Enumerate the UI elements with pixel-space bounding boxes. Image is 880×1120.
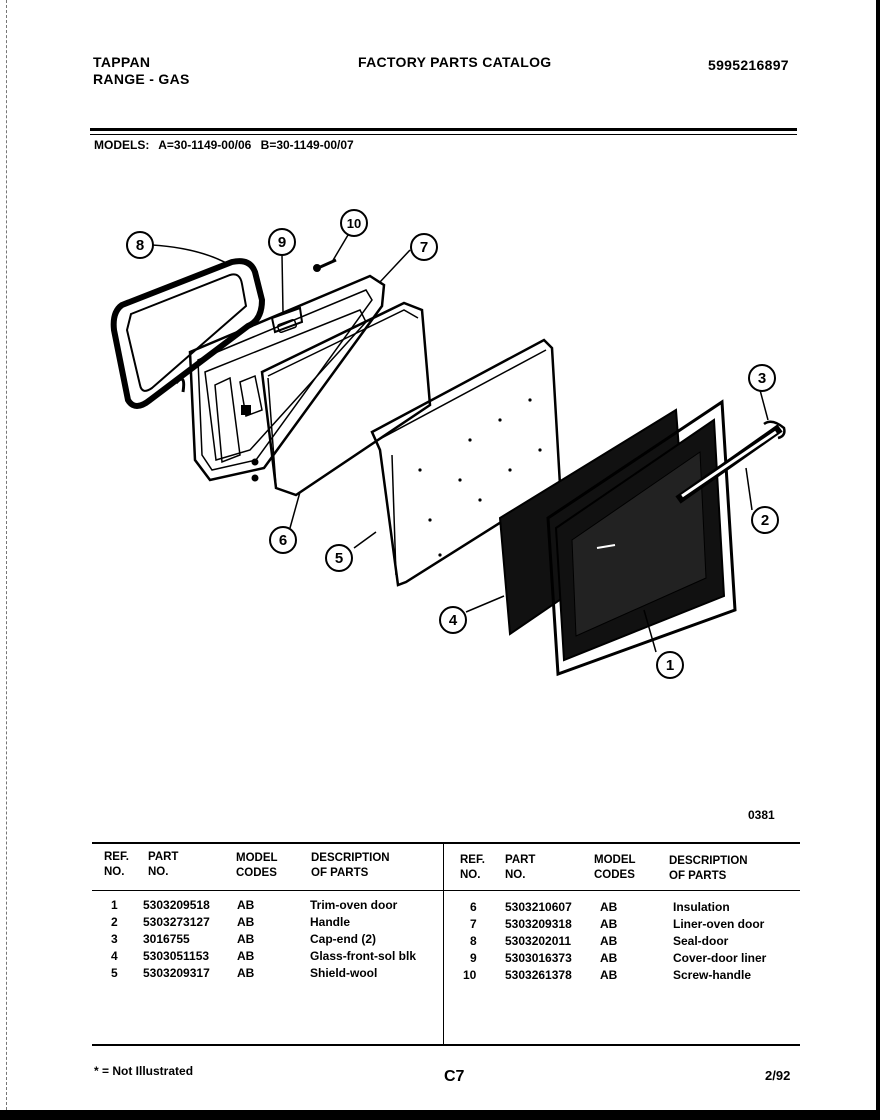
shield-wool-part	[370, 338, 562, 587]
callout-8: 8	[126, 231, 154, 259]
svg-text:5: 5	[335, 550, 343, 567]
table-header-rule	[92, 890, 800, 891]
catalog-number: 5995216897	[708, 57, 789, 73]
product-type: RANGE - GAS	[93, 71, 190, 87]
brand: TAPPAN	[93, 54, 151, 70]
callout-1: 1	[656, 651, 684, 679]
callout-7: 7	[410, 233, 438, 261]
exploded-door-diagram: 8 9 10 7 3 2 6 5 4 1	[110, 209, 786, 679]
header-ref: REF.NO.	[104, 851, 129, 878]
svg-text:2: 2	[761, 512, 769, 529]
header-rule	[90, 128, 797, 131]
header-rule-thin	[90, 134, 797, 135]
cover-door-liner-part	[270, 306, 304, 334]
diagram-code: 0381	[748, 808, 775, 822]
catalog-title: FACTORY PARTS CATALOG	[358, 54, 552, 70]
callout-3: 3	[748, 364, 776, 392]
scan-edge	[0, 0, 7, 1110]
model-b: B=30-1149-00/07	[260, 138, 354, 152]
end-cap-part	[763, 420, 786, 440]
svg-text:6: 6	[279, 532, 287, 549]
callout-10: 10	[340, 209, 368, 237]
trim-door-part	[546, 399, 737, 677]
header-ref-right: REF.NO.	[460, 854, 485, 881]
svg-text:7: 7	[420, 239, 428, 256]
table-bottom-rule	[92, 1044, 800, 1046]
svg-text:8: 8	[136, 237, 144, 254]
catalog-date: 2/92	[765, 1068, 791, 1083]
models-label: MODELS:	[94, 138, 150, 152]
page-code: C7	[444, 1068, 465, 1085]
svg-text:1: 1	[666, 657, 674, 674]
insulation-part	[260, 301, 432, 497]
callout-6: 6	[269, 526, 297, 554]
svg-text:10: 10	[347, 216, 361, 231]
callout-2: 2	[751, 506, 779, 534]
svg-text:9: 9	[278, 234, 286, 251]
not-illustrated-note: * = Not Illustrated	[94, 1064, 194, 1078]
svg-text:3: 3	[758, 370, 766, 387]
table-top-rule	[92, 842, 800, 844]
svg-text:4: 4	[449, 612, 458, 629]
callout-9: 9	[268, 228, 296, 256]
models-line: MODELS: A=30-1149-00/06 B=30-1149-00/07	[94, 138, 360, 152]
callout-4: 4	[439, 606, 467, 634]
liner-door-part	[188, 274, 386, 482]
door-seal-part	[110, 258, 266, 409]
callout-5: 5	[325, 544, 353, 572]
table-divider	[443, 843, 444, 1045]
model-a: A=30-1149-00/06	[158, 138, 252, 152]
